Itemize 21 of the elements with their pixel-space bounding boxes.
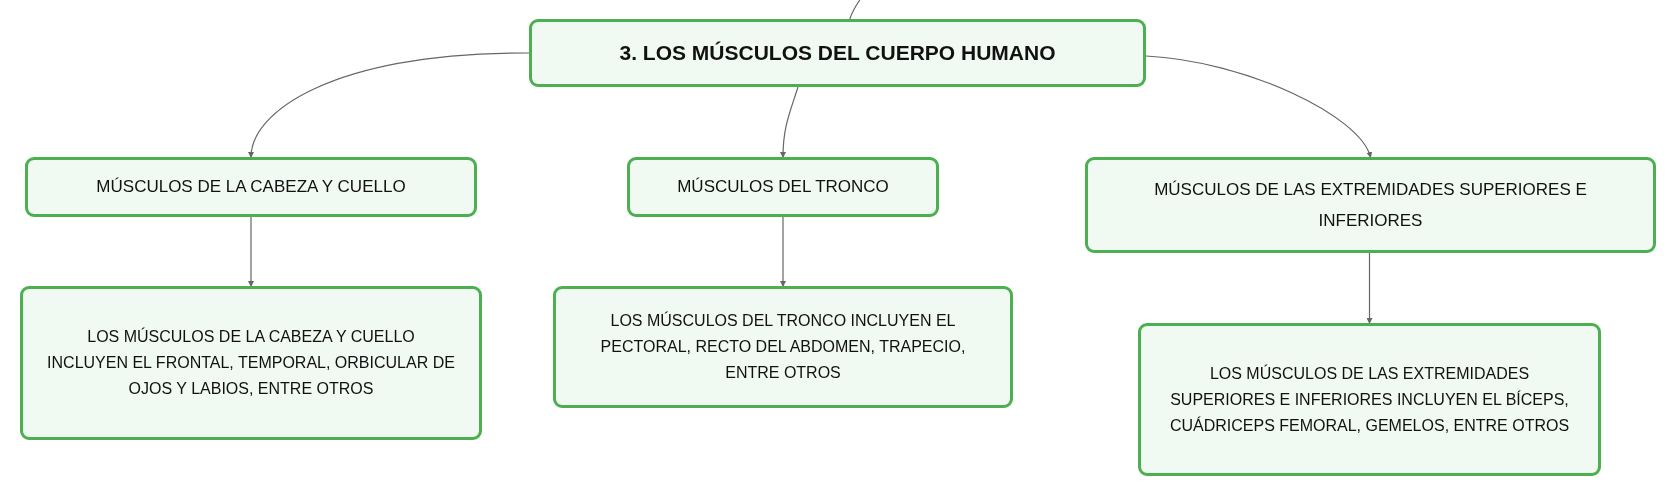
node-text: LOS MÚSCULOS DEL TRONCO INCLUYEN EL PECTORAL, RECTO DEL ABDOMEN, TRAPECIO, ENTRE OTROS [599,310,967,383]
node-text: MÚSCULOS DE LA CABEZA Y CUELLO [95,176,407,199]
node-text: MÚSCULOS DE LAS EXTREMIDADES SUPERIORES E INFERIORES [1153,179,1588,232]
concept-box [1138,323,1601,476]
connector [248,52,530,158]
concept-box [553,286,1013,408]
node-text: 3. LOS MÚSCULOS DEL CUERPO HUMANO [619,40,1056,67]
node-text: MÚSCULOS DEL TRONCO [676,176,890,199]
connector [1366,252,1373,324]
node-text: LOS MÚSCULOS DE LA CABEZA Y CUELLO INCLUYEN EL FRONTAL, TEMPORAL, ORBICULAR DE OJOS Y LABIOS, ENTRE OTROS [46,326,456,399]
connector [1145,55,1372,158]
concept-box [1085,157,1656,253]
concept-box [20,286,482,440]
concept-box [627,157,939,217]
connector [248,216,254,287]
topic-box [529,19,1146,87]
connector [780,216,786,287]
node-text: LOS MÚSCULOS DE LAS EXTREMIDADES SUPERIORES E INFERIORES INCLUYEN EL BÍCEPS, CUÁDRICEPS FEMORAL, GEMELOS, ENTRE OTROS [1168,363,1571,436]
connector [849,0,861,20]
connector [780,86,799,158]
concept-box [25,157,477,217]
